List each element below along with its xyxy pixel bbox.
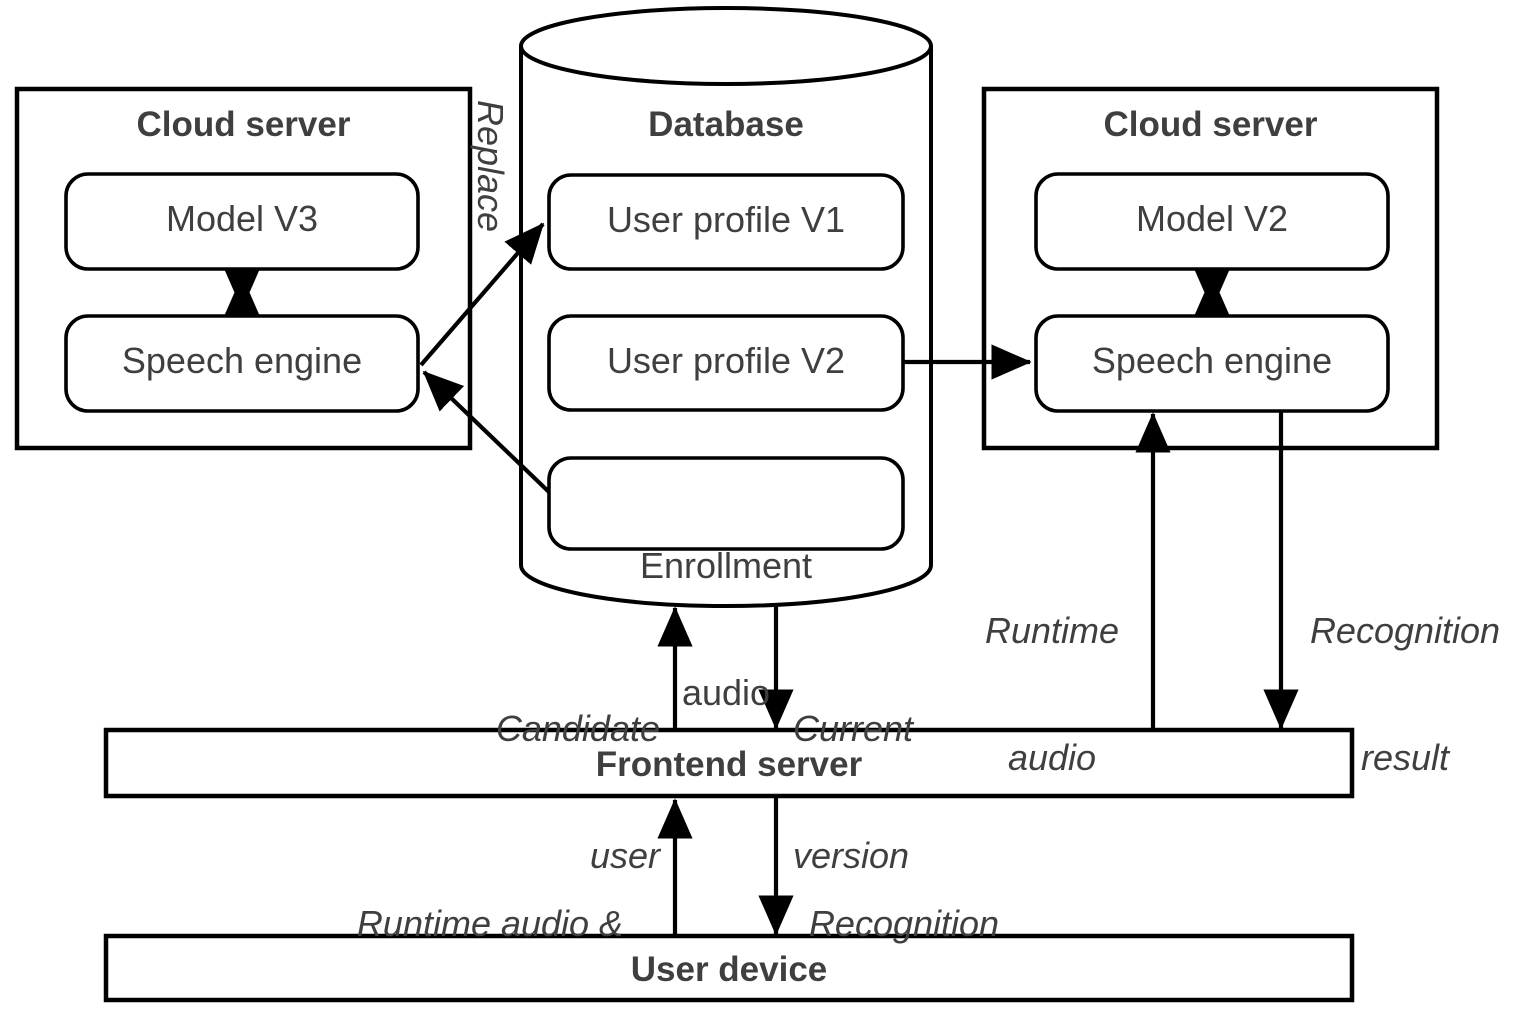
edge-label-runtime-audio-and-candidate-user-line1: Runtime audio & — [356, 902, 624, 944]
speech-engine-left-label: Speech engine — [121, 340, 363, 381]
user-device-label: User device — [630, 950, 828, 989]
database-cylinder-top — [519, 6, 933, 86]
edge-label-current-version-line2: version — [793, 835, 910, 877]
edge-label-candidate-user-line2: user — [589, 835, 660, 877]
edge-label-runtime-audio-and-candidate-user: Runtime audio & candidate user — [320, 818, 660, 1019]
user-profile-v2-label: User profile V2 — [606, 340, 846, 381]
edge-label-recognition-result-lower: Recognition result — [790, 818, 1018, 1019]
model-v2-label: Model V2 — [1135, 198, 1289, 239]
edge-label-recognition-result-upper-line2: result — [1360, 737, 1450, 779]
edge-label-runtime-audio-line1: Runtime — [984, 609, 1120, 651]
enrollment-audio-label-line1: Enrollment — [639, 544, 813, 586]
edge-label-replace: Replace — [470, 100, 511, 233]
speech-engine-right-label: Speech engine — [1091, 340, 1333, 381]
edge-label-current-version: Current version — [793, 623, 1033, 963]
edge-label-runtime-audio-line2: audio — [1007, 737, 1097, 779]
arrow-enrollment-audio-to-speech-engine — [422, 370, 551, 494]
edge-label-candidate-user-line1: Candidate — [495, 707, 660, 749]
cloud-server-left-title: Cloud server — [136, 105, 351, 144]
frontend-server-label: Frontend server — [595, 745, 863, 784]
model-v3-label: Model V3 — [165, 198, 319, 239]
enrollment-audio-label: Enrollment audio — [549, 460, 903, 800]
edge-label-recognition-result-lower-line1: Recognition — [808, 902, 1000, 944]
database-title: Database — [648, 105, 804, 144]
edge-label-recognition-result-upper-line1: Recognition — [1309, 609, 1501, 651]
edge-label-recognition-result-upper: Recognition result — [1293, 525, 1517, 865]
edge-label-runtime-audio: Runtime audio — [962, 525, 1142, 865]
edge-label-current-version-line1: Current — [793, 707, 914, 749]
enrollment-audio-label-line2: audio — [681, 672, 771, 714]
edge-label-candidate-user: Candidate user — [420, 623, 660, 963]
cloud-server-right-title: Cloud server — [1103, 105, 1318, 144]
user-profile-v1-label: User profile V1 — [606, 199, 846, 240]
